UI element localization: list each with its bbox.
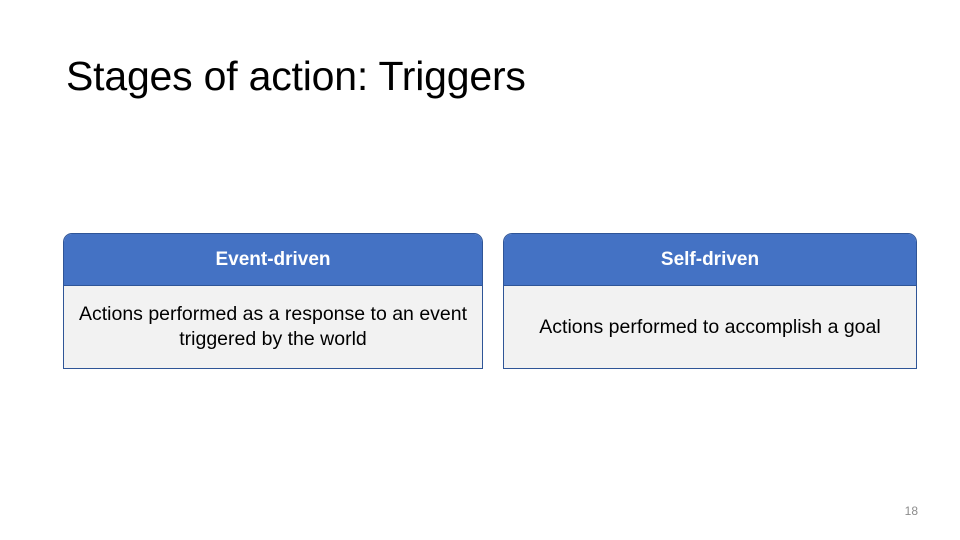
page-number: 18 bbox=[904, 504, 918, 518]
page-title: Stages of action: Triggers bbox=[66, 53, 526, 99]
table-body-event-driven: Actions performed as a response to an ev… bbox=[64, 286, 482, 368]
table-event-driven: Event-driven Actions performed as a resp… bbox=[63, 233, 483, 369]
comparison-tables: Event-driven Actions performed as a resp… bbox=[63, 233, 917, 369]
table-header-event-driven: Event-driven bbox=[64, 234, 482, 286]
table-self-driven: Self-driven Actions performed to accompl… bbox=[503, 233, 917, 369]
table-header-self-driven: Self-driven bbox=[504, 234, 916, 286]
table-body-self-driven: Actions performed to accomplish a goal bbox=[504, 286, 916, 368]
